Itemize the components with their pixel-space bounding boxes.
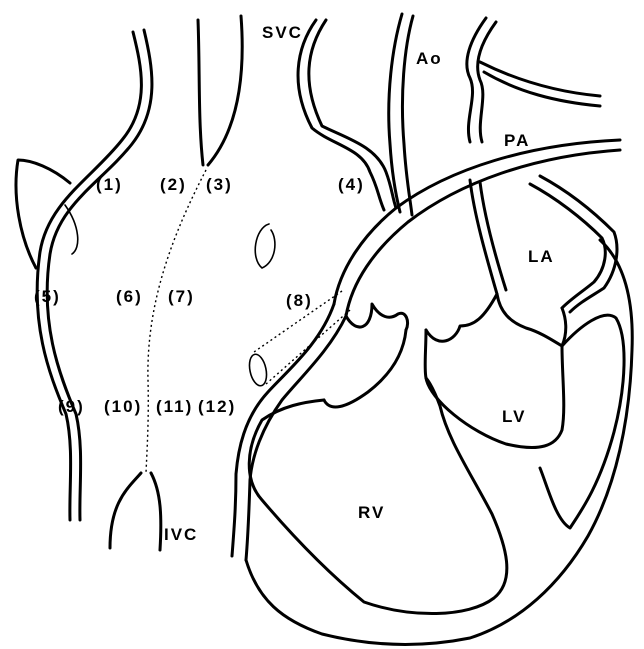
label-position-2: (2) [160,175,187,194]
label-position-6: (6) [116,287,143,306]
label-lv: LV [502,407,526,426]
label-position-1: (1) [96,175,123,194]
label-position-3: (3) [206,175,233,194]
label-pa: PA [504,131,530,150]
label-ivc: IVC [164,525,198,544]
fossa-oval [255,224,275,268]
right-atrium-wall [37,30,152,520]
label-position-4: (4) [338,175,365,194]
label-svc: SVC [262,23,303,42]
label-ao: Ao [416,49,443,68]
label-rv: RV [358,503,385,522]
outflow-trunk [334,140,620,316]
label-la: LA [528,247,555,266]
ivc-vessel [110,473,161,550]
pulmonary-artery [467,18,600,142]
label-position-11: (11) [156,397,193,416]
right-atrial-appendage [16,160,78,268]
aorta-vessel [389,14,413,215]
left-atrium-wall [470,176,617,312]
label-position-12: (12) [198,397,236,416]
septum-dotted-line [146,170,206,473]
label-position-5: (5) [34,287,61,306]
label-position-9: (9) [58,397,85,416]
ventricular-walls [249,315,624,613]
svc-vessel [198,16,242,165]
label-position-10: (10) [104,397,142,416]
valve-leaflets [324,294,566,407]
label-position-7: (7) [168,287,195,306]
label-position-8: (8) [286,291,313,310]
